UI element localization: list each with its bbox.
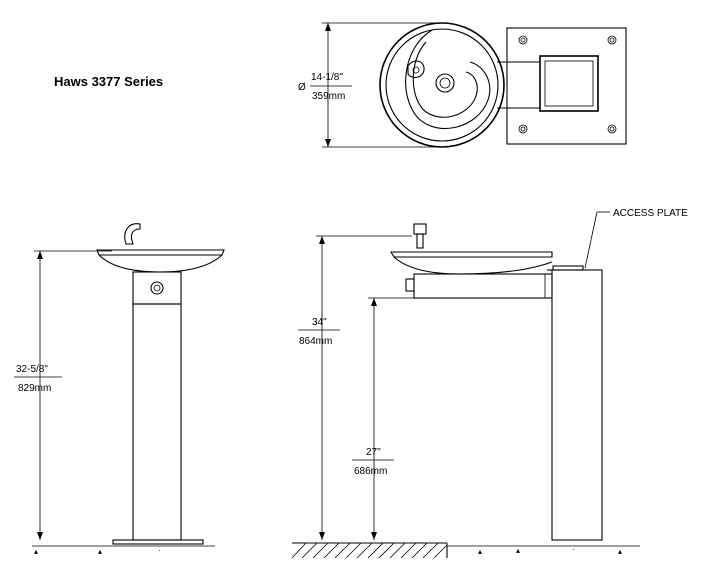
drawing-title: Haws 3377 Series (54, 74, 164, 89)
mounting-hole (518, 35, 528, 45)
diameter-symbol: Ø (298, 82, 306, 93)
bubbler-head (407, 60, 425, 79)
bowl-body (393, 256, 553, 275)
side-view: ACCESS PLATE ▴ ▴ · ▴ 3 (291, 208, 688, 559)
arrowhead (371, 532, 377, 540)
bubbler-spout (124, 223, 141, 245)
wall-mounting-plate (506, 27, 627, 145)
front-view: ▴ ▴ · 32-5/8" 829mm (14, 223, 225, 556)
leader-line (584, 211, 598, 269)
arrowhead (37, 532, 43, 540)
bowl-outer-rim (379, 22, 505, 148)
svg-text:·: · (572, 545, 575, 554)
diameter-metric: 359mm (312, 91, 345, 102)
access-plate (552, 265, 584, 271)
arrowhead (371, 298, 377, 306)
front-height-metric: 829mm (18, 383, 51, 394)
pedestal (132, 303, 182, 541)
mounting-hole (518, 124, 528, 134)
bubbler-stem (416, 233, 424, 249)
diameter-imperial: 14-1/8" (311, 72, 343, 83)
push-button (150, 281, 164, 295)
support-box-inner (544, 60, 594, 107)
mounting-hole (609, 37, 615, 43)
access-plate-label: ACCESS PLATE (613, 208, 688, 219)
bowl-inner-rim (385, 28, 499, 142)
svg-text:▴: ▴ (34, 547, 38, 556)
pedestal-base (112, 539, 204, 545)
mounting-hole (520, 126, 526, 132)
arrowhead (325, 139, 331, 147)
svg-text:▴: ▴ (98, 547, 102, 556)
bowl-rim (96, 249, 225, 256)
bowl-rim (390, 251, 553, 258)
support-box (539, 55, 599, 112)
bowl-swirl (405, 29, 491, 129)
front-height-imperial: 32-5/8" (16, 364, 48, 375)
pedestal-column (551, 269, 603, 541)
arrowhead (325, 23, 331, 31)
mounting-hole (607, 124, 617, 134)
control-housing (132, 271, 182, 305)
spout-height-imperial: 27" (366, 447, 381, 458)
bubbler-head (413, 223, 427, 235)
arrowhead (319, 532, 325, 540)
bubbler-orifice (412, 66, 420, 74)
top-view: Ø 14-1/8" 359mm (298, 22, 627, 148)
side-height-metric: 864mm (299, 336, 332, 347)
svg-text:▴: ▴ (478, 547, 482, 556)
bowl-support-arm (413, 273, 553, 299)
floor-hatching (291, 542, 448, 559)
spout-height-metric: 686mm (354, 466, 387, 477)
side-height-imperial: 34" (312, 317, 327, 328)
arrowhead (37, 251, 43, 259)
drain-icon (435, 73, 455, 93)
bowl-body (98, 254, 223, 273)
bowl-swirl (412, 41, 478, 118)
svg-text:·: · (158, 546, 161, 555)
svg-text:▴: ▴ (516, 546, 520, 555)
push-button-center (153, 284, 161, 292)
drain-icon (439, 77, 451, 89)
mounting-hole (520, 37, 526, 43)
svg-text:▴: ▴ (618, 547, 622, 556)
mounting-hole (607, 35, 617, 45)
push-button (405, 278, 415, 292)
mounting-hole (609, 126, 615, 132)
arrowhead (319, 236, 325, 244)
